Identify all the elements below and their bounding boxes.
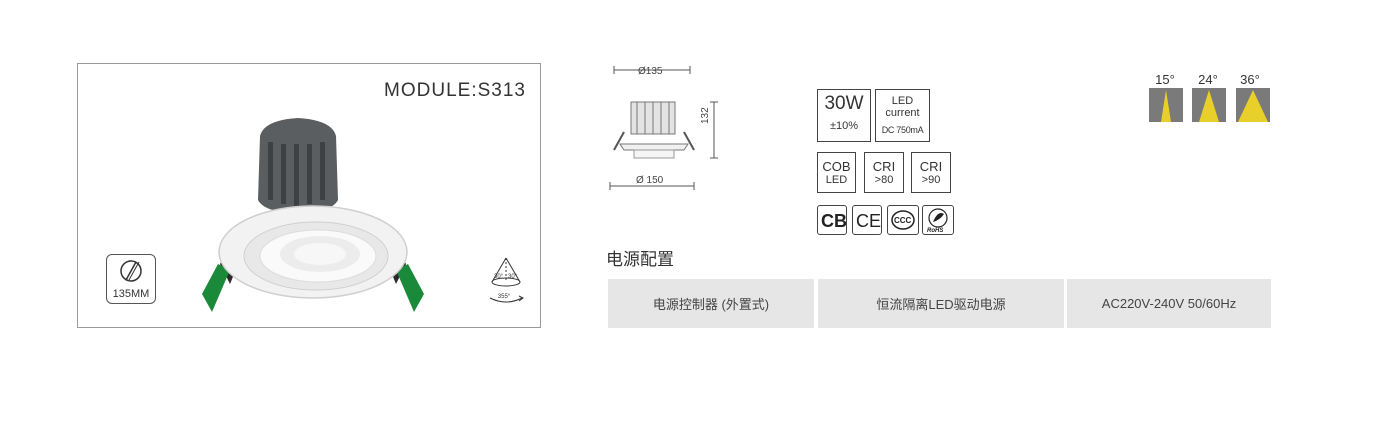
product-frame: MODULE:S313 135MM — [77, 63, 541, 328]
power-controller-cell: 电源控制器 (外置式) — [608, 279, 814, 328]
cutout-size-label: 135MM — [112, 288, 150, 300]
svg-text:RoHS: RoHS — [927, 228, 943, 234]
power-spec: 30W ±10% — [817, 89, 871, 142]
height-label: 132 — [700, 107, 711, 124]
led-current-spec: LED current DC 750mA — [875, 89, 930, 142]
cri-80-value: >80 — [874, 174, 894, 186]
beam-angle-cone-icon: 30° 30° — [491, 257, 521, 287]
ccc-cert-icon: CCC — [887, 205, 919, 235]
cutout-size-badge: 135MM — [106, 254, 156, 304]
cri-90-value: >90 — [921, 174, 941, 186]
cob-led-spec: COB LED — [817, 152, 856, 193]
beam-24-icon — [1192, 88, 1226, 122]
rotation-label: 355° — [497, 294, 511, 300]
led-current-value: DC 750mA — [881, 125, 924, 135]
rohs-cert-icon: RoHS — [922, 205, 954, 235]
svg-text:CCC: CCC — [894, 216, 912, 225]
beam-left-angle: 30° — [494, 274, 504, 280]
beam-15-label: 15° — [1155, 72, 1175, 87]
ce-cert-icon: CE — [852, 205, 882, 235]
cb-cert-icon: CB — [817, 205, 847, 235]
downlight-product-image — [202, 118, 424, 312]
svg-text:CE: CE — [856, 211, 881, 231]
svg-text:CB: CB — [821, 211, 846, 231]
power-value: 30W — [824, 93, 864, 114]
beam-36-label: 36° — [1240, 72, 1260, 87]
beam-info: 30° 30° 355° — [486, 254, 526, 303]
cri-80-title: CRI — [872, 159, 896, 174]
power-config-heading: 电源配置 — [606, 250, 674, 269]
cri-90-title: CRI — [919, 159, 943, 174]
top-diameter-label: Ø135 — [638, 66, 663, 77]
cri-90-spec: CRI >90 — [911, 152, 951, 193]
cutout-diameter-icon — [120, 260, 142, 282]
led-current-title: LED — [891, 95, 914, 107]
cri-80-spec: CRI >80 — [864, 152, 904, 193]
cob-label: COB — [822, 159, 851, 174]
bottom-diameter-label: Ø 150 — [636, 175, 664, 186]
led-current-subtitle: current — [885, 107, 920, 119]
module-title: MODULE:S313 — [384, 80, 526, 101]
beam-15-icon — [1149, 88, 1183, 122]
beam-24-label: 24° — [1198, 72, 1218, 87]
beam-36-icon — [1236, 88, 1270, 122]
power-tolerance: ±10% — [829, 120, 859, 132]
input-voltage-cell: AC220V-240V 50/60Hz — [1067, 279, 1271, 328]
beam-right-angle: 30° — [508, 274, 518, 280]
driver-type-cell: 恒流隔离LED驱动电源 — [818, 279, 1064, 328]
rotation-arrow-icon — [489, 295, 524, 303]
cob-sub-label: LED — [825, 174, 848, 186]
dimension-drawing: Ø135 132 Ø 150 — [609, 66, 718, 190]
